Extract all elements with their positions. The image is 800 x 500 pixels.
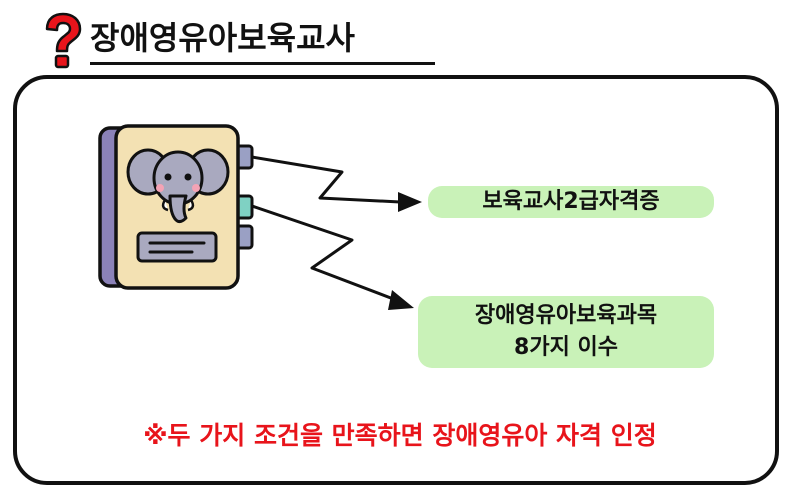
- notebook-elephant-icon: [98, 124, 254, 290]
- question-mark-icon: [45, 12, 82, 69]
- requirement-certificate: 보육교사2급자격증: [428, 186, 714, 218]
- condition-note: ※두 가지 조건을 만족하면 장애영유아 자격 인정: [143, 421, 657, 450]
- arrow-to-requirement-1: [251, 155, 422, 212]
- page-title: 장애영유아보육교사: [90, 19, 355, 57]
- requirement-courses: 장애영유아보육과목 8가지 이수: [418, 296, 714, 368]
- page-header: 장애영유아보육교사: [40, 8, 440, 70]
- title-underline: [90, 62, 435, 65]
- requirement-courses-line2: 8가지 이수: [514, 335, 618, 360]
- arrow-to-requirement-2: [251, 204, 414, 310]
- requirement-courses-line1: 장애영유아보육과목: [474, 303, 658, 328]
